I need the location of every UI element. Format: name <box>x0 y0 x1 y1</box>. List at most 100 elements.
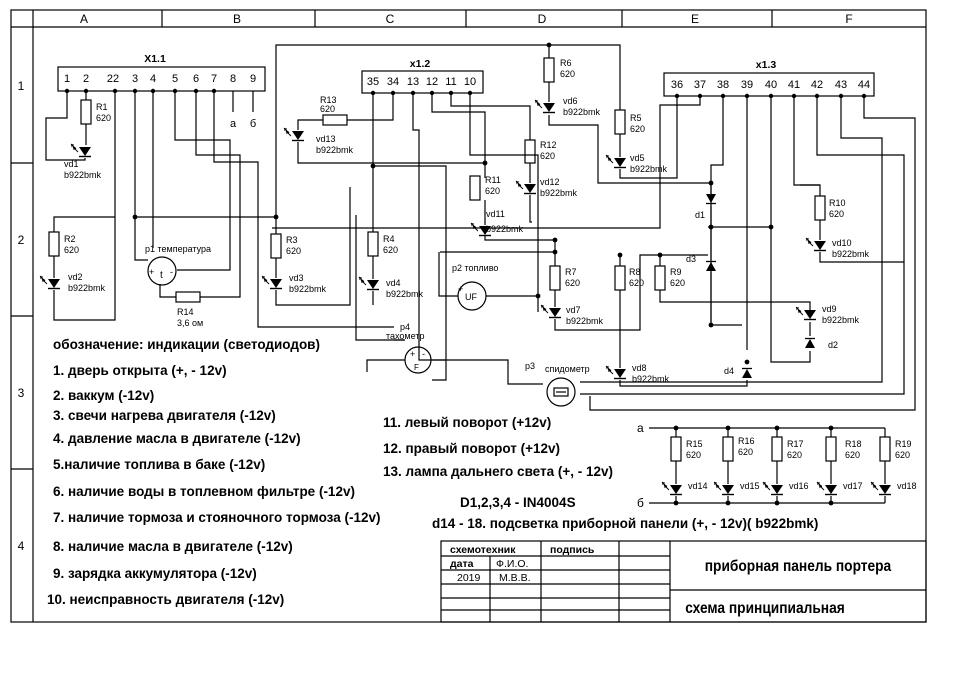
legend-heading: обозначение: индикации (светодиодов) <box>53 337 320 352</box>
col-label: C <box>386 12 395 26</box>
svg-text:R10: R10 <box>829 198 846 208</box>
author-cell: М.В.В. <box>499 572 531 584</box>
gauge-p3-speedometer: p3 спидометр <box>525 361 590 407</box>
pin-label: 22 <box>107 73 119 85</box>
svg-text:p4: p4 <box>400 322 410 332</box>
svg-text:620: 620 <box>895 450 910 460</box>
diode-d3: d3 <box>686 254 717 272</box>
svg-text:vd6: vd6 <box>563 96 578 106</box>
svg-text:vd9: vd9 <box>822 304 837 314</box>
svg-text:b922bmk: b922bmk <box>630 164 668 174</box>
svg-text:b922bmk: b922bmk <box>540 188 578 198</box>
pin-label: 3 <box>132 73 138 85</box>
svg-text:620: 620 <box>320 104 335 114</box>
svg-text:vd12: vd12 <box>540 177 560 187</box>
svg-text:R7: R7 <box>565 267 577 277</box>
pin-label: 36 <box>671 79 683 91</box>
led-vd18: vd18 <box>870 481 917 496</box>
svg-text:R17: R17 <box>787 439 804 449</box>
svg-text:R15: R15 <box>686 439 703 449</box>
pin-label: 13 <box>407 76 419 88</box>
svg-text:vd14: vd14 <box>688 481 708 491</box>
svg-text:vd15: vd15 <box>740 481 760 491</box>
sign-cell: подпись <box>550 544 595 556</box>
svg-text:620: 620 <box>670 278 685 288</box>
svg-text:R11: R11 <box>485 175 501 185</box>
col-label: D <box>538 12 547 26</box>
pin-tail-a: а <box>230 118 237 130</box>
legend-item: 10. неисправность двигателя (-12v) <box>47 592 284 607</box>
col-label: E <box>691 12 699 26</box>
pin-label: 43 <box>835 79 847 91</box>
legend-item: 8. наличие масла в двигателе (-12v) <box>53 539 293 554</box>
svg-text:620: 620 <box>829 209 844 219</box>
svg-text:vd1: vd1 <box>64 159 79 169</box>
gauge-p2-fuel: p2 топливо UF + <box>452 263 498 311</box>
svg-text:b922bmk: b922bmk <box>822 315 860 325</box>
pin-label: 9 <box>250 73 256 85</box>
diode-d4: d4 <box>724 366 753 379</box>
role-cell: схемотехник <box>450 544 516 556</box>
led-vd15: vd15 <box>713 481 760 496</box>
svg-text:R2: R2 <box>64 234 76 244</box>
pin-label: 12 <box>426 76 438 88</box>
svg-text:3,6 ом: 3,6 ом <box>177 318 203 328</box>
legend-item: 2. ваккум (-12v) <box>53 388 154 403</box>
svg-text:d3: d3 <box>686 254 696 264</box>
svg-text:p2 топливо: p2 топливо <box>452 263 498 273</box>
pin-label: 35 <box>367 76 379 88</box>
svg-text:UF: UF <box>465 292 477 302</box>
svg-text:R1: R1 <box>96 102 108 112</box>
svg-text:620: 620 <box>286 246 301 256</box>
pin-label: 5 <box>172 73 178 85</box>
legend-item: 7. наличие тормоза и стояночного тормоза… <box>53 510 380 525</box>
col-label: A <box>80 12 88 26</box>
connector-x1-2: x1.2 35 34 13 12 11 10 <box>361 58 484 96</box>
pin-label: 37 <box>694 79 706 91</box>
svg-text:620: 620 <box>738 447 753 457</box>
year-cell: 2019 <box>457 572 481 584</box>
bus-a-label: а <box>637 421 644 435</box>
legend-item: 6. наличие воды в топлевном фильтре (-12… <box>53 484 355 499</box>
row-label: 2 <box>18 233 25 247</box>
grid-labels: A B C D E F 1 2 3 4 <box>18 12 853 553</box>
svg-text:+: + <box>149 267 154 277</box>
pin-label: 4 <box>150 73 156 85</box>
svg-text:+: + <box>458 284 463 294</box>
svg-text:R8: R8 <box>629 267 641 277</box>
svg-text:d1: d1 <box>695 210 705 220</box>
svg-text:vd8: vd8 <box>632 363 647 373</box>
svg-text:b922bmk: b922bmk <box>68 283 106 293</box>
legend-item: 12. правый поворот (+12v) <box>383 441 560 456</box>
led-vd16: vd16 <box>762 481 809 496</box>
legend-item: 3. свечи нагрева двигателя (-12v) <box>53 408 276 423</box>
pin-label: 11 <box>445 76 456 88</box>
svg-text:R6: R6 <box>560 58 572 68</box>
row-label: 4 <box>18 539 25 553</box>
pin-label: 34 <box>387 76 399 88</box>
svg-text:vd5: vd5 <box>630 153 645 163</box>
svg-text:тахометр: тахометр <box>386 331 424 341</box>
svg-text:R3: R3 <box>286 235 298 245</box>
led-vd17: vd17 <box>816 481 863 496</box>
connector-x1-1: X1.1 1 2 22 3 4 5 6 7 8 9 а б <box>57 53 266 130</box>
col-label: F <box>845 12 852 26</box>
svg-text:620: 620 <box>629 278 644 288</box>
col-label: B <box>233 12 241 26</box>
pin-label: 40 <box>765 79 777 91</box>
backlight-note: d14 - 18. подсветка приборной панели (+,… <box>432 516 818 531</box>
svg-text:R13: R13 <box>320 95 337 105</box>
